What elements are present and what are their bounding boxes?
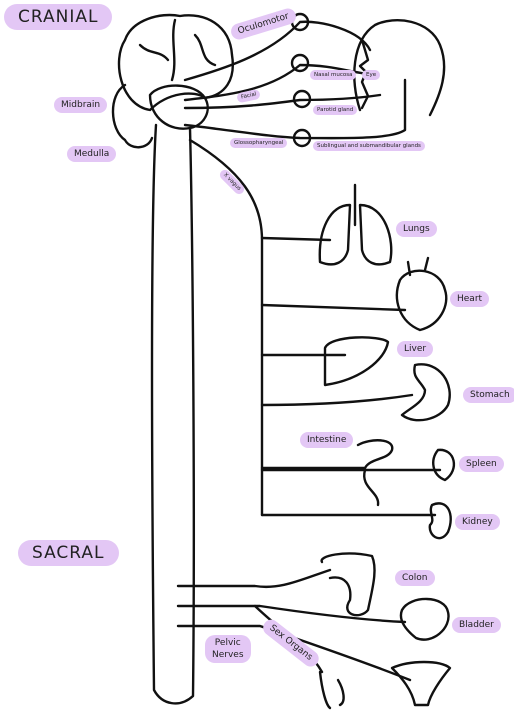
parotid-label: Parotid gland <box>313 105 358 115</box>
nasal-mucosa-label: Nasal mucosa <box>310 70 357 80</box>
colon-outline <box>320 552 376 617</box>
uterus-outline <box>390 660 452 707</box>
intestine-label: Intestine <box>300 432 354 448</box>
eye-label: Eye <box>362 70 381 80</box>
vagus-branch-heart <box>260 303 407 312</box>
submandibular-ganglion <box>292 89 312 109</box>
head-outline <box>353 18 446 117</box>
cerebrum-fold <box>170 18 177 82</box>
bladder-outline <box>399 597 450 641</box>
glossopharyngeal-label: Glossopharyngeal <box>230 138 288 148</box>
pelvic-nerve-2 <box>176 604 407 624</box>
cerebellum-outline <box>111 83 154 149</box>
cranial-section-label: CRANIAL <box>4 4 113 30</box>
large-intestine <box>363 468 380 507</box>
glossopharyngeal-nerve <box>183 78 407 140</box>
liver-label: Liver <box>397 341 434 357</box>
facial-nerve-lower <box>183 93 382 110</box>
vagus-branch-stomach <box>260 393 414 407</box>
spleen-outline <box>432 448 456 482</box>
pelvic-nerves-label: Pelvic Nerves <box>205 635 251 663</box>
heart-label: Heart <box>450 291 490 307</box>
midbrain-label: Midbrain <box>54 97 108 113</box>
lungs-label: Lungs <box>396 221 437 237</box>
lungs-left <box>318 203 352 266</box>
vagus-nerve-trunk <box>188 138 264 517</box>
medulla-label: Medulla <box>67 146 117 162</box>
sublingual-label: Sublingual and submandibular glands <box>313 141 425 151</box>
midbrain-outline <box>148 84 209 130</box>
bladder-label: Bladder <box>452 617 501 633</box>
heart-vessels <box>406 256 430 277</box>
pterygopalatine-ganglion <box>290 53 310 73</box>
lungs-right <box>358 203 393 266</box>
otic-ganglion <box>292 128 312 148</box>
colon-label: Colon <box>395 570 435 586</box>
vagus-branch-lungs <box>260 236 332 242</box>
stomach-label: Stomach <box>463 387 514 403</box>
liver-outline <box>323 336 390 387</box>
pelvic-nerve-1 <box>176 568 332 589</box>
heart-outline <box>395 269 448 332</box>
small-intestine <box>356 439 394 470</box>
male-organ-outline <box>318 670 345 710</box>
oculomotor-nerve <box>183 20 372 82</box>
kidney-outline <box>428 502 452 540</box>
sacral-section-label: SACRAL <box>18 540 119 566</box>
stomach-outline <box>400 363 451 422</box>
kidney-label: Kidney <box>455 514 500 530</box>
spleen-label: Spleen <box>459 456 504 472</box>
spinal-cord-outline <box>150 123 196 705</box>
cerebrum-fold-2 <box>138 43 170 62</box>
cerebrum-fold-3 <box>193 33 217 67</box>
